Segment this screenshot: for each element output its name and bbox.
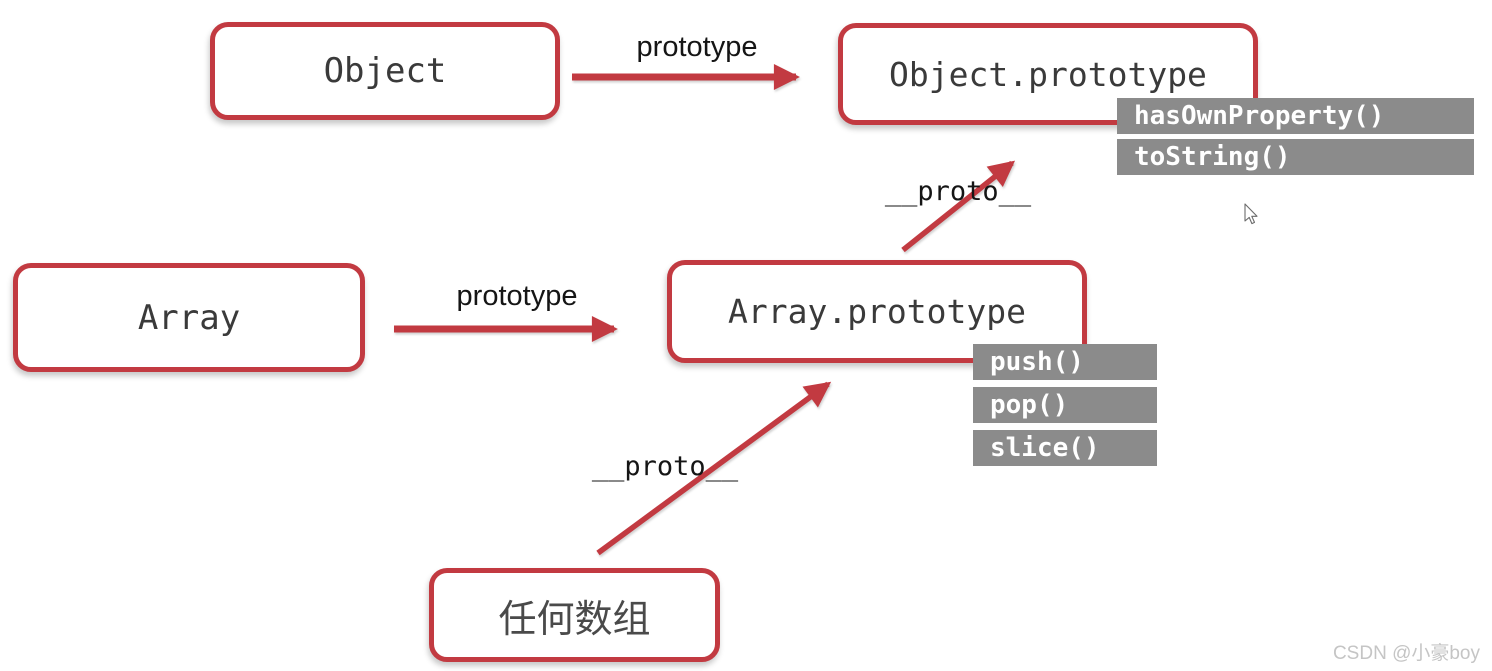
mouse-cursor-icon <box>1244 203 1258 225</box>
edge-label-proto-lower: __proto__ <box>591 451 739 482</box>
method-item-slice: slice() <box>973 430 1157 466</box>
node-any-array: 任何数组 <box>429 568 720 662</box>
method-item-hasownproperty: hasOwnProperty() <box>1117 98 1474 134</box>
node-object-label: Object <box>323 51 447 91</box>
edge-label-object-prototype: prototype <box>636 31 758 63</box>
object-prototype-method-list: hasOwnProperty() toString() <box>1117 98 1474 180</box>
node-array-prototype: Array.prototype <box>667 260 1087 363</box>
node-any-array-label: 任何数组 <box>498 596 651 641</box>
method-item-push: push() <box>973 344 1157 380</box>
node-array-label: Array <box>137 297 241 338</box>
edge-label-array-prototype: prototype <box>456 280 578 312</box>
watermark: CSDN @小豪boy <box>1332 643 1480 664</box>
method-item-tostring: toString() <box>1117 139 1474 175</box>
node-object: Object <box>210 22 560 120</box>
node-array-prototype-label: Array.prototype <box>727 292 1026 331</box>
method-item-pop: pop() <box>973 387 1157 423</box>
array-prototype-method-list: push() pop() slice() <box>973 344 1157 473</box>
edge-label-proto-upper: __proto__ <box>884 176 1032 207</box>
node-object-prototype-label: Object.prototype <box>889 54 1207 94</box>
node-object-prototype: Object.prototype <box>838 23 1258 125</box>
node-array: Array <box>13 263 365 372</box>
